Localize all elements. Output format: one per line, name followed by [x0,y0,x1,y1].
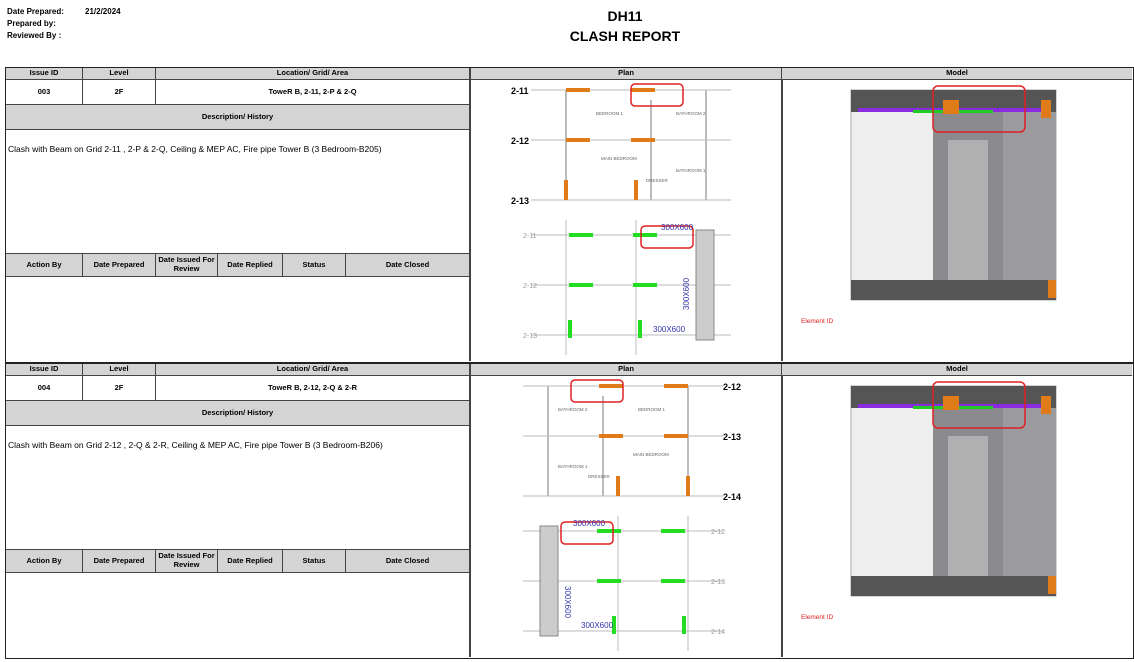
room-label: BATHROOM 2 [676,111,706,116]
clash-marker [630,83,684,107]
description-box [6,130,470,254]
model-image: Element ID [782,376,1132,657]
clash-marker [560,521,614,545]
beam-size-label: 300X600 [563,586,572,619]
description-header: Description/ History [6,105,470,130]
room-label: BATHROOM 2 [558,407,588,412]
room-label: BATHROOM 1 [676,168,706,173]
status-header: Status [283,550,346,573]
plan-image: 2-12 2-13 2-14 2-12 2-13 2-14 BEDROOM 1 … [470,376,782,657]
level-value: 2F [83,376,156,401]
beam-size-label: 300X600 [682,277,691,310]
reviewed-by-label: Reviewed By : [7,31,62,40]
action-log-area[interactable] [6,573,470,657]
date-closed-header: Date Closed [346,254,470,277]
model-header: Model [782,68,1132,80]
grid-label: 2-12 [723,382,741,392]
location-header: Location/ Grid/ Area [156,68,470,80]
room-label: MAIN BEDROOM [633,452,669,457]
model-header: Model [782,364,1132,376]
structural-beams [568,233,657,338]
prepared-by-label: Prepared by: [7,19,56,28]
clash-marker [640,225,694,249]
location-value: ToweR B, 2-11, 2-P & 2-Q [156,80,470,105]
date-issued-header: Date Issued For Review [156,550,218,573]
room-label: BEDROOM 1 [638,407,666,412]
date-prepared-value: 21/2/2024 [85,7,121,16]
grid-bubble: 2-12 [523,283,537,290]
date-replied-header: Date Replied [218,254,283,277]
location-value: ToweR B, 2-12, 2-Q & 2-R [156,376,470,401]
grid-label: 2-11 [511,86,529,96]
grid-label: 2-13 [723,432,741,442]
grid-bubble: 2-12 [711,529,725,536]
project-name: DH11 [607,8,643,24]
existing-beams [599,384,690,496]
issue-id-header: Issue ID [6,68,83,80]
grid-bubble: 2-11 [523,233,537,240]
clash-issue-section: Issue ID Level Location/ Grid/ Area 004 … [5,363,1134,659]
room-label: BATHROOM 1 [558,464,588,469]
floor-plan-drawing: 2-11 2-12 2-13 2-11 2-12 2-13 BEDROOM 1 … [511,83,731,355]
date-prepared-label: Date Prepared: [7,7,64,16]
grid-label: 2-12 [511,136,529,146]
action-log-area[interactable] [6,277,470,361]
plan-header: Plan [470,364,782,376]
beam-size-label: 300X600 [661,223,694,232]
plan-image: 2-11 2-12 2-13 2-11 2-12 2-13 BEDROOM 1 … [470,80,782,361]
element-id-label: Element ID [801,318,833,325]
beam-size-label: 300X600 [581,621,614,630]
room-label: DRESSER [646,178,669,183]
date-prepared-header: Date Prepared [83,254,156,277]
beam-size-label: 300X600 [573,519,606,528]
date-replied-header: Date Replied [218,550,283,573]
action-by-header: Action By [6,550,83,573]
beam-size-label: 300X600 [653,325,686,334]
grid-bubble: 2-13 [523,333,537,340]
issue-id-value: 004 [6,376,83,401]
description-text: Clash with Beam on Grid 2-11 , 2-P & 2-Q… [8,144,382,154]
action-by-header: Action By [6,254,83,277]
model-image: Element ID [782,80,1132,361]
date-issued-header: Date Issued For Review [156,254,218,277]
floor-plan-drawing: 2-12 2-13 2-14 2-12 2-13 2-14 BEDROOM 1 … [523,379,741,651]
description-box [6,426,470,550]
clash-marker [570,379,624,403]
date-closed-header: Date Closed [346,550,470,573]
model-3d-view: Element ID [801,381,1057,621]
room-label: DRESSER [588,474,611,479]
date-prepared-header: Date Prepared [83,550,156,573]
structural-beams [597,529,686,634]
grid-bubble: 2-13 [711,579,725,586]
report-title: CLASH REPORT [569,28,681,44]
level-header: Level [83,68,156,80]
clash-issue-section: Issue ID Level Location/ Grid/ Area 003 … [5,67,1134,363]
status-header: Status [283,254,346,277]
location-header: Location/ Grid/ Area [156,364,470,376]
level-header: Level [83,364,156,376]
model-3d-view: Element ID [801,85,1057,325]
description-text: Clash with Beam on Grid 2-12 , 2-Q & 2-R… [8,440,383,450]
grid-label: 2-13 [511,196,529,206]
description-header: Description/ History [6,401,470,426]
issue-id-value: 003 [6,80,83,105]
clash-marker [932,85,1026,133]
grid-label: 2-14 [723,492,741,502]
issue-id-header: Issue ID [6,364,83,376]
clash-marker [932,381,1026,429]
element-id-label: Element ID [801,614,833,621]
level-value: 2F [83,80,156,105]
existing-beams [564,88,655,200]
room-label: BEDROOM 1 [596,111,624,116]
grid-bubble: 2-14 [711,629,725,636]
room-label: MAIN BEDROOM [601,156,637,161]
plan-header: Plan [470,68,782,80]
